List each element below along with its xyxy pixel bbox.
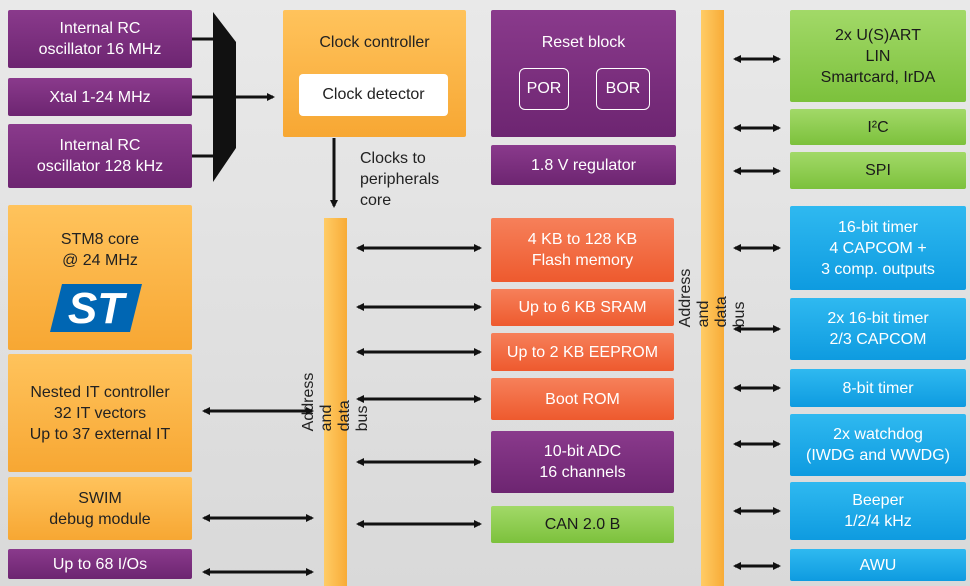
por-box: POR <box>519 68 569 110</box>
internal-rc-16mhz-block: Internal RC oscillator 16 MHz <box>8 10 192 68</box>
internal-rc-128khz-label: Internal RC oscillator 128 kHz <box>36 137 164 175</box>
internal-rc-128khz-block: Internal RC oscillator 128 kHz <box>8 124 192 188</box>
xtal-label: Xtal 1-24 MHz <box>49 88 151 106</box>
adc-block: 10-bit ADC 16 channels <box>491 431 674 493</box>
regulator-label: 1.8 V regulator <box>531 156 636 174</box>
can-block: CAN 2.0 B <box>491 506 674 543</box>
nested-it-controller-block: Nested IT controller 32 IT vectors Up to… <box>8 354 192 472</box>
timer16x2-block: 2x 16-bit timer 2/3 CAPCOM <box>790 298 966 360</box>
eeprom-block: Up to 2 KB EEPROM <box>491 333 674 371</box>
swim-debug-label: SWIM debug module <box>49 489 151 528</box>
address-data-bus-left: Address and data bus <box>300 218 371 586</box>
timer8-block: 8-bit timer <box>790 369 966 407</box>
stm8-core-label: STM8 core @ 24 MHz <box>60 231 140 269</box>
io-block: Up to 68 I/Os <box>8 549 192 579</box>
swim-debug-block: SWIM debug module <box>8 477 192 540</box>
sram-block: Up to 6 KB SRAM <box>491 289 674 326</box>
regulator-block: 1.8 V regulator <box>491 145 676 185</box>
clocks-to-peripherals-note: Clocks to peripherals core <box>360 150 440 209</box>
clock-controller-title: Clock controller <box>319 34 430 51</box>
can-label: CAN 2.0 B <box>544 516 621 533</box>
timer16x2-label: 2x 16-bit timer 2/3 CAPCOM <box>827 310 929 348</box>
awu-block: AWU <box>790 549 966 581</box>
internal-rc-16mhz-label: Internal RC oscillator 16 MHz <box>38 20 162 58</box>
watchdog-label: 2x watchdog (IWDG and WWDG) <box>806 426 950 464</box>
beeper-block: Beeper 1/2/4 kHz <box>790 482 966 540</box>
adc-label: 10-bit ADC 16 channels <box>539 443 626 481</box>
spi-label: SPI <box>865 162 891 179</box>
watchdog-block: 2x watchdog (IWDG and WWDG) <box>790 414 966 476</box>
por-label: POR <box>526 80 562 97</box>
clock-mux-icon <box>213 12 236 182</box>
xtal-block: Xtal 1-24 MHz <box>8 78 192 116</box>
beeper-label: Beeper 1/2/4 kHz <box>844 492 912 530</box>
bus-label-left: Address and data bus <box>299 372 371 432</box>
awu-label: AWU <box>859 556 897 574</box>
i2c-label: I²C <box>867 118 889 136</box>
flash-memory-block: 4 KB to 128 KB Flash memory <box>491 218 674 282</box>
eeprom-label: Up to 2 KB EEPROM <box>506 343 659 361</box>
reset-block-title: Reset block <box>541 34 626 51</box>
clock-detector-box: Clock detector <box>299 74 448 116</box>
boot-rom-block: Boot ROM <box>491 378 674 420</box>
flash-memory-label: 4 KB to 128 KB Flash memory <box>527 231 638 269</box>
io-label: Up to 68 I/Os <box>52 555 148 573</box>
boot-rom-label: Boot ROM <box>545 390 620 408</box>
timer8-label: 8-bit timer <box>842 379 914 397</box>
bor-label: BOR <box>605 80 641 97</box>
usart-label: 2x U(S)ART LIN Smartcard, IrDA <box>820 26 936 86</box>
usart-block: 2x U(S)ART LIN Smartcard, IrDA <box>790 10 966 102</box>
timer16-block: 16-bit timer 4 CAPCOM + 3 comp. outputs <box>790 206 966 290</box>
sram-label: Up to 6 KB SRAM <box>518 299 647 316</box>
i2c-block: I²C <box>790 109 966 145</box>
clock-detector-label: Clock detector <box>322 86 425 103</box>
bus-label-right: Address and data bus <box>676 268 748 328</box>
address-data-bus-right: Address and data bus <box>677 10 748 586</box>
bor-box: BOR <box>596 68 650 110</box>
spi-block: SPI <box>790 152 966 189</box>
timer16-label: 16-bit timer 4 CAPCOM + 3 comp. outputs <box>821 218 935 278</box>
nested-it-controller-label: Nested IT controller 32 IT vectors Up to… <box>29 383 171 443</box>
stm8-core-block: STM8 core @ 24 MHz <box>8 205 192 350</box>
